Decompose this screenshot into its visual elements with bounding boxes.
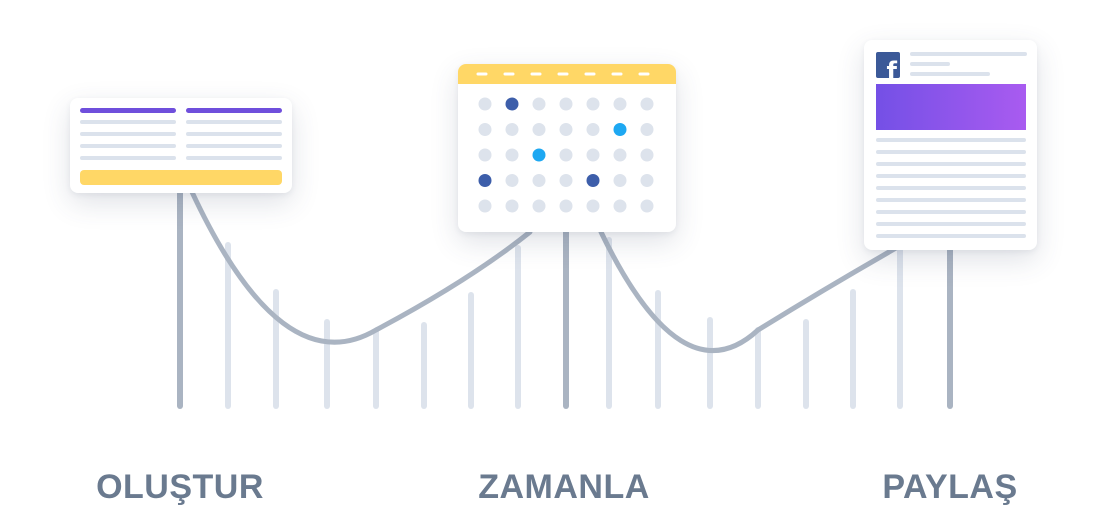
calendar-day: [640, 123, 654, 136]
facebook-post-graphic: [876, 52, 1027, 238]
calendar-day-selected: [532, 148, 546, 162]
post-text-line: [876, 186, 1026, 190]
calendar-day: [586, 97, 600, 111]
calendar-day: [586, 123, 600, 136]
calendar-day: [559, 174, 573, 187]
calendar-day: [613, 199, 627, 213]
table-line: [186, 132, 282, 136]
calendar-day: [532, 123, 546, 136]
table-line: [186, 120, 282, 124]
post-image: [876, 84, 1026, 130]
post-author-line: [910, 72, 990, 76]
calendar-day-highlight: [586, 174, 600, 187]
light-posts: [225, 237, 903, 409]
post-text-line: [876, 210, 1026, 214]
post-text-line: [876, 150, 1026, 154]
calendar-day-highlight: [478, 174, 492, 187]
calendar-day: [478, 123, 492, 136]
calendar-day: [505, 148, 519, 162]
table-line: [186, 144, 282, 148]
calendar-day: [478, 97, 492, 111]
post-author-line: [910, 62, 950, 66]
calendar-day: [559, 123, 573, 136]
main-posts: [177, 189, 953, 409]
calendar-day: [613, 148, 627, 162]
calendar-day: [640, 174, 654, 187]
calendar-day: [586, 199, 600, 213]
header-bar-left: [80, 108, 176, 113]
table-line: [80, 120, 176, 124]
post-text-line: [876, 138, 1026, 142]
calendar-day-selected: [613, 123, 627, 136]
calendar-day: [478, 148, 492, 162]
post-text-line: [876, 198, 1026, 202]
step-label-share: PAYLAŞ: [882, 468, 1018, 506]
table-form-graphic: [80, 108, 282, 185]
table-line: [80, 144, 176, 148]
calendar-day: [640, 97, 654, 111]
table-line: [80, 156, 176, 160]
post-author-line: [910, 52, 1027, 56]
calendar-icon: [458, 64, 676, 232]
post-text-line: [876, 162, 1026, 166]
rope-curve: [189, 189, 899, 354]
post-text-line: [876, 234, 1026, 238]
calendar-day: [478, 199, 492, 213]
header-bar-right: [186, 108, 282, 113]
step-label-create: OLUŞTUR: [96, 468, 264, 506]
table-form-icon: [70, 98, 292, 193]
calendar-day: [640, 199, 654, 213]
calendar-day: [505, 199, 519, 213]
calendar-day: [586, 148, 600, 162]
post-text-line: [876, 174, 1026, 178]
calendar-day: [640, 148, 654, 162]
calendar-day: [532, 174, 546, 187]
post-text-line: [876, 222, 1026, 226]
calendar-day-highlight: [505, 97, 519, 111]
facebook-icon: f: [876, 52, 900, 78]
calendar-graphic: [458, 64, 676, 213]
table-line: [80, 132, 176, 136]
calendar-day: [505, 123, 519, 136]
calendar-day: [505, 174, 519, 187]
step-label-schedule: ZAMANLA: [478, 468, 650, 506]
calendar-day: [559, 148, 573, 162]
calendar-grid: [478, 97, 654, 213]
submit-bar: [80, 170, 282, 185]
calendar-day: [613, 174, 627, 187]
facebook-post-icon: [864, 40, 1037, 250]
calendar-day: [559, 199, 573, 213]
calendar-day: [532, 97, 546, 111]
calendar-day: [613, 97, 627, 111]
table-line: [186, 156, 282, 160]
calendar-day: [559, 97, 573, 111]
calendar-day: [532, 199, 546, 213]
